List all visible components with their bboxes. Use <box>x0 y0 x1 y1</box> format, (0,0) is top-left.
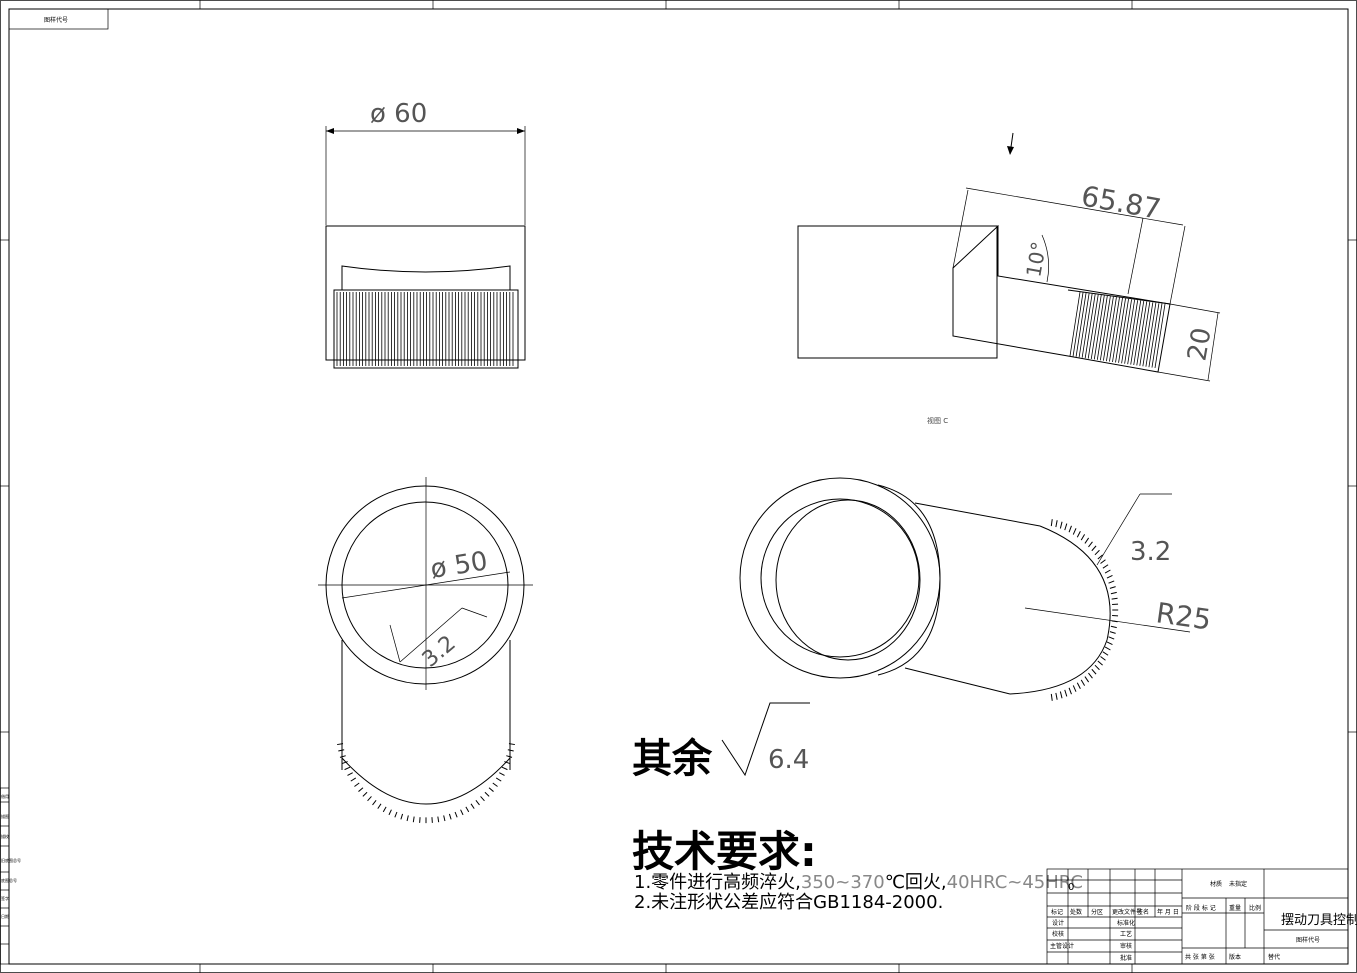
tb-zero: 0 <box>1068 882 1074 893</box>
tb-stage-label: 阶 段 标 记 <box>1186 904 1216 912</box>
dim-radius: R25 <box>1154 596 1213 636</box>
tb-header-4: 签名 <box>1137 908 1149 916</box>
left-strip-5: 签字 <box>1 895 9 901</box>
isometric-view <box>739 477 1191 701</box>
knurl-side <box>1069 291 1166 369</box>
knurl-bottom <box>337 743 515 824</box>
tb-sheet-label: 共 张 第 张 <box>1185 953 1215 961</box>
dim-roughness-iso: 3.2 <box>1130 537 1171 567</box>
left-strip <box>0 787 10 965</box>
front-view <box>325 126 526 369</box>
tb-row-left-2: 主管设计 <box>1050 942 1074 950</box>
roughness-symbol <box>721 702 810 777</box>
tb-row-left-0: 设计 <box>1052 919 1064 927</box>
tb-row-mid-0: 标准化 <box>1117 919 1135 927</box>
left-strip-3: 旧底图总号 <box>1 857 21 863</box>
corner-tag-text: 图样代号 <box>44 16 68 24</box>
tech-item-1: 1.零件进行高频淬火,350~370℃回火,40HRC~45HRC <box>634 872 1083 893</box>
tb-header-5: 年 月 日 <box>1157 908 1179 916</box>
tb-part-name: 摆动刀具控制 <box>1281 913 1357 928</box>
tb-weight-label: 重量 <box>1229 904 1241 912</box>
tb-row-mid-1: 工艺 <box>1120 930 1132 938</box>
side-view <box>797 132 1221 382</box>
knurl-iso <box>1050 519 1119 701</box>
tb-material-label: 材质 <box>1210 880 1222 888</box>
surface-note-label: 其余 <box>632 736 713 782</box>
bottom-left-view <box>318 477 533 824</box>
tb-scale-label: 比例 <box>1249 904 1261 912</box>
tb-header-3: 更改文件号 <box>1112 908 1142 916</box>
dim-inner-diameter: ø 50 <box>428 546 489 585</box>
left-strip-2: 描校 <box>1 833 9 839</box>
left-strip-0: 借用 <box>1 793 9 799</box>
tech-item-2: 2.未注形状公差应符合GB1184-2000. <box>634 892 943 913</box>
view-label: 视图 C <box>927 416 948 425</box>
tb-header-0: 标记 <box>1051 908 1063 916</box>
tb-drawing-code: 图样代号 <box>1296 936 1320 944</box>
dim-front-diameter: ø 60 <box>370 99 427 129</box>
dim-length: 65.87 <box>1079 179 1164 225</box>
dim-width: 20 <box>1182 325 1217 363</box>
tb-replace-label: 替代 <box>1268 953 1280 961</box>
left-strip-1: 描图 <box>1 813 9 819</box>
tb-row-left-1: 校核 <box>1052 930 1064 938</box>
tb-header-1: 处数 <box>1070 908 1082 916</box>
tb-row-mid-3: 批准 <box>1120 954 1132 962</box>
left-strip-6: 日期 <box>1 913 9 919</box>
tb-row-mid-2: 审核 <box>1120 942 1132 950</box>
surface-note-value: 6.4 <box>768 745 809 775</box>
dim-angle: 10° <box>1021 240 1051 279</box>
tb-version-label: 版本 <box>1229 953 1241 961</box>
tb-header-2: 分区 <box>1091 908 1103 916</box>
knurl-front <box>336 292 514 366</box>
inner-frame <box>8 8 1349 965</box>
tb-material-value: 未指定 <box>1229 880 1247 888</box>
left-strip-4: 底图总号 <box>1 877 17 883</box>
dim-roughness-bottom-left: 3.2 <box>418 631 461 673</box>
tech-title: 技术要求: <box>632 827 817 876</box>
corner-tag-box <box>8 8 109 30</box>
title-block <box>1046 868 1349 965</box>
